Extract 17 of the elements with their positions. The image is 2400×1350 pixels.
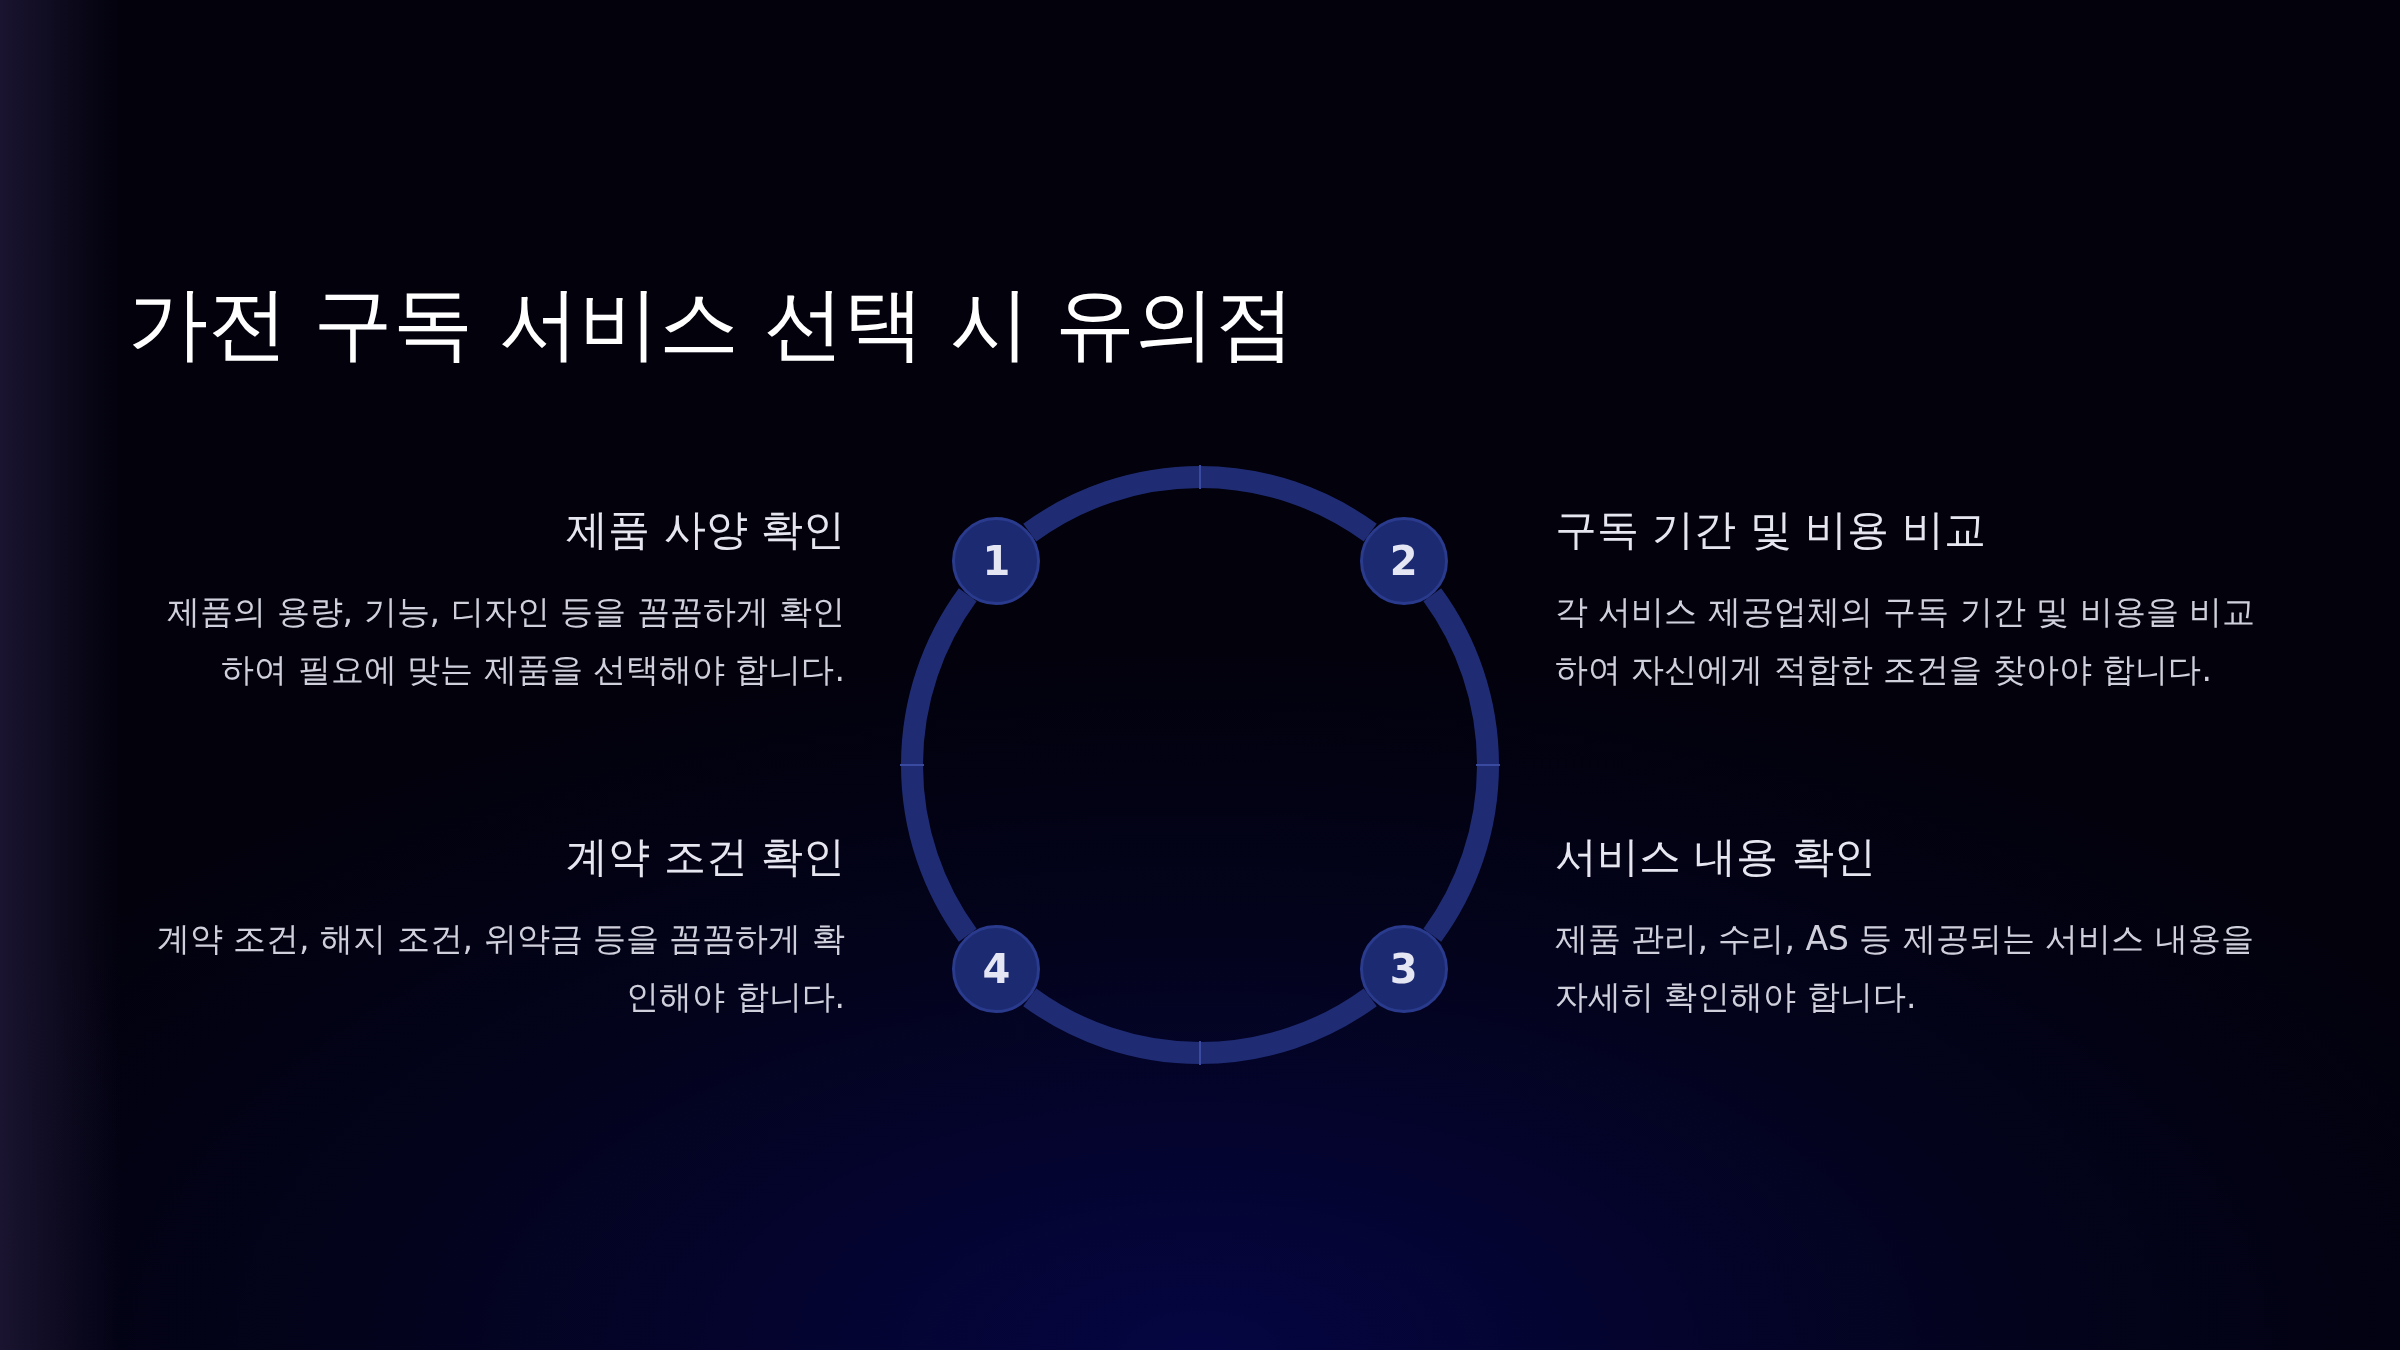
number-circle: 2 xyxy=(1359,517,1448,606)
step-description: 계약 조건, 해지 조건, 위약금 등을 꼼꼼하게 확인해야 합니다. xyxy=(155,918,845,1018)
ring-arc xyxy=(1023,466,1377,542)
step-description: 제품 관리, 수리, AS 등 제공되는 서비스 내용을 자세히 확인해야 합니다. xyxy=(1555,918,2255,1018)
step-heading: 제품 사양 확인 xyxy=(566,505,845,556)
number-circle: 1 xyxy=(952,517,1041,606)
slide-title: 가전 구독 서비스 선택 시 유의점 xyxy=(128,276,1296,372)
step-heading: 계약 조건 확인 xyxy=(566,832,845,883)
ring-arc xyxy=(901,588,977,942)
step-description: 각 서비스 제공업체의 구독 기간 및 비용을 비교하여 자신에게 적합한 조건을 찾아야 합니다. xyxy=(1555,591,2257,691)
number-circle: 3 xyxy=(1359,924,1448,1013)
step-heading: 서비스 내용 확인 xyxy=(1555,832,1876,883)
ring-arc xyxy=(1023,988,1377,1064)
step-heading: 구독 기간 및 비용 비교 xyxy=(1555,505,1987,556)
step-description: 제품의 용량, 기능, 디자인 등을 꼼꼼하게 확인하여 필요에 맞는 제품을 선택해야 합니다. xyxy=(166,591,845,691)
number-circle: 4 xyxy=(952,924,1041,1013)
ring-arc xyxy=(1423,588,1499,942)
